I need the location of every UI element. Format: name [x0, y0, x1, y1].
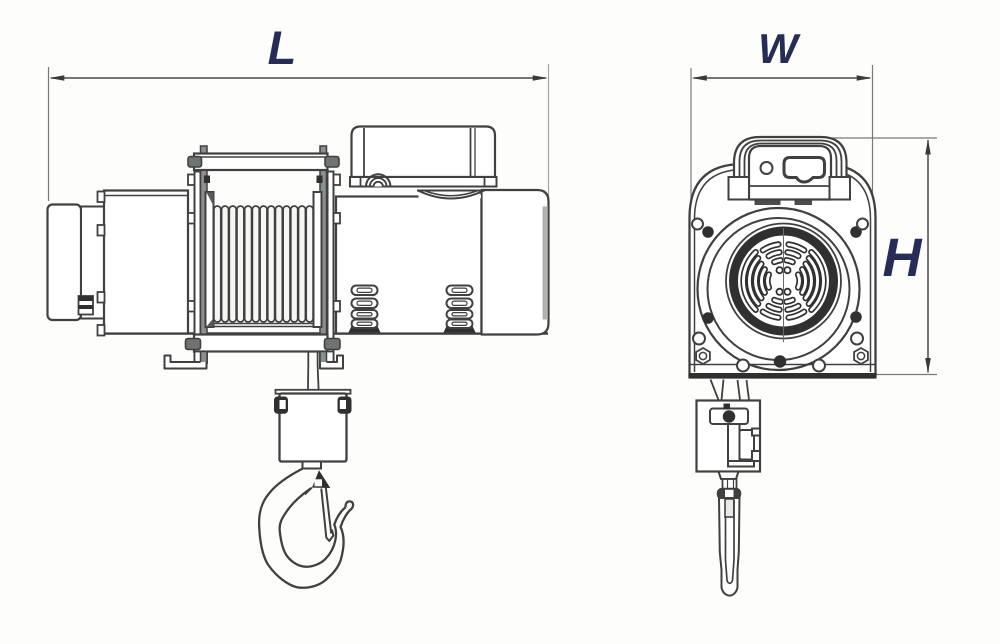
svg-text:L: L — [268, 21, 297, 74]
svg-text:H: H — [883, 228, 923, 288]
svg-text:W: W — [758, 25, 801, 72]
